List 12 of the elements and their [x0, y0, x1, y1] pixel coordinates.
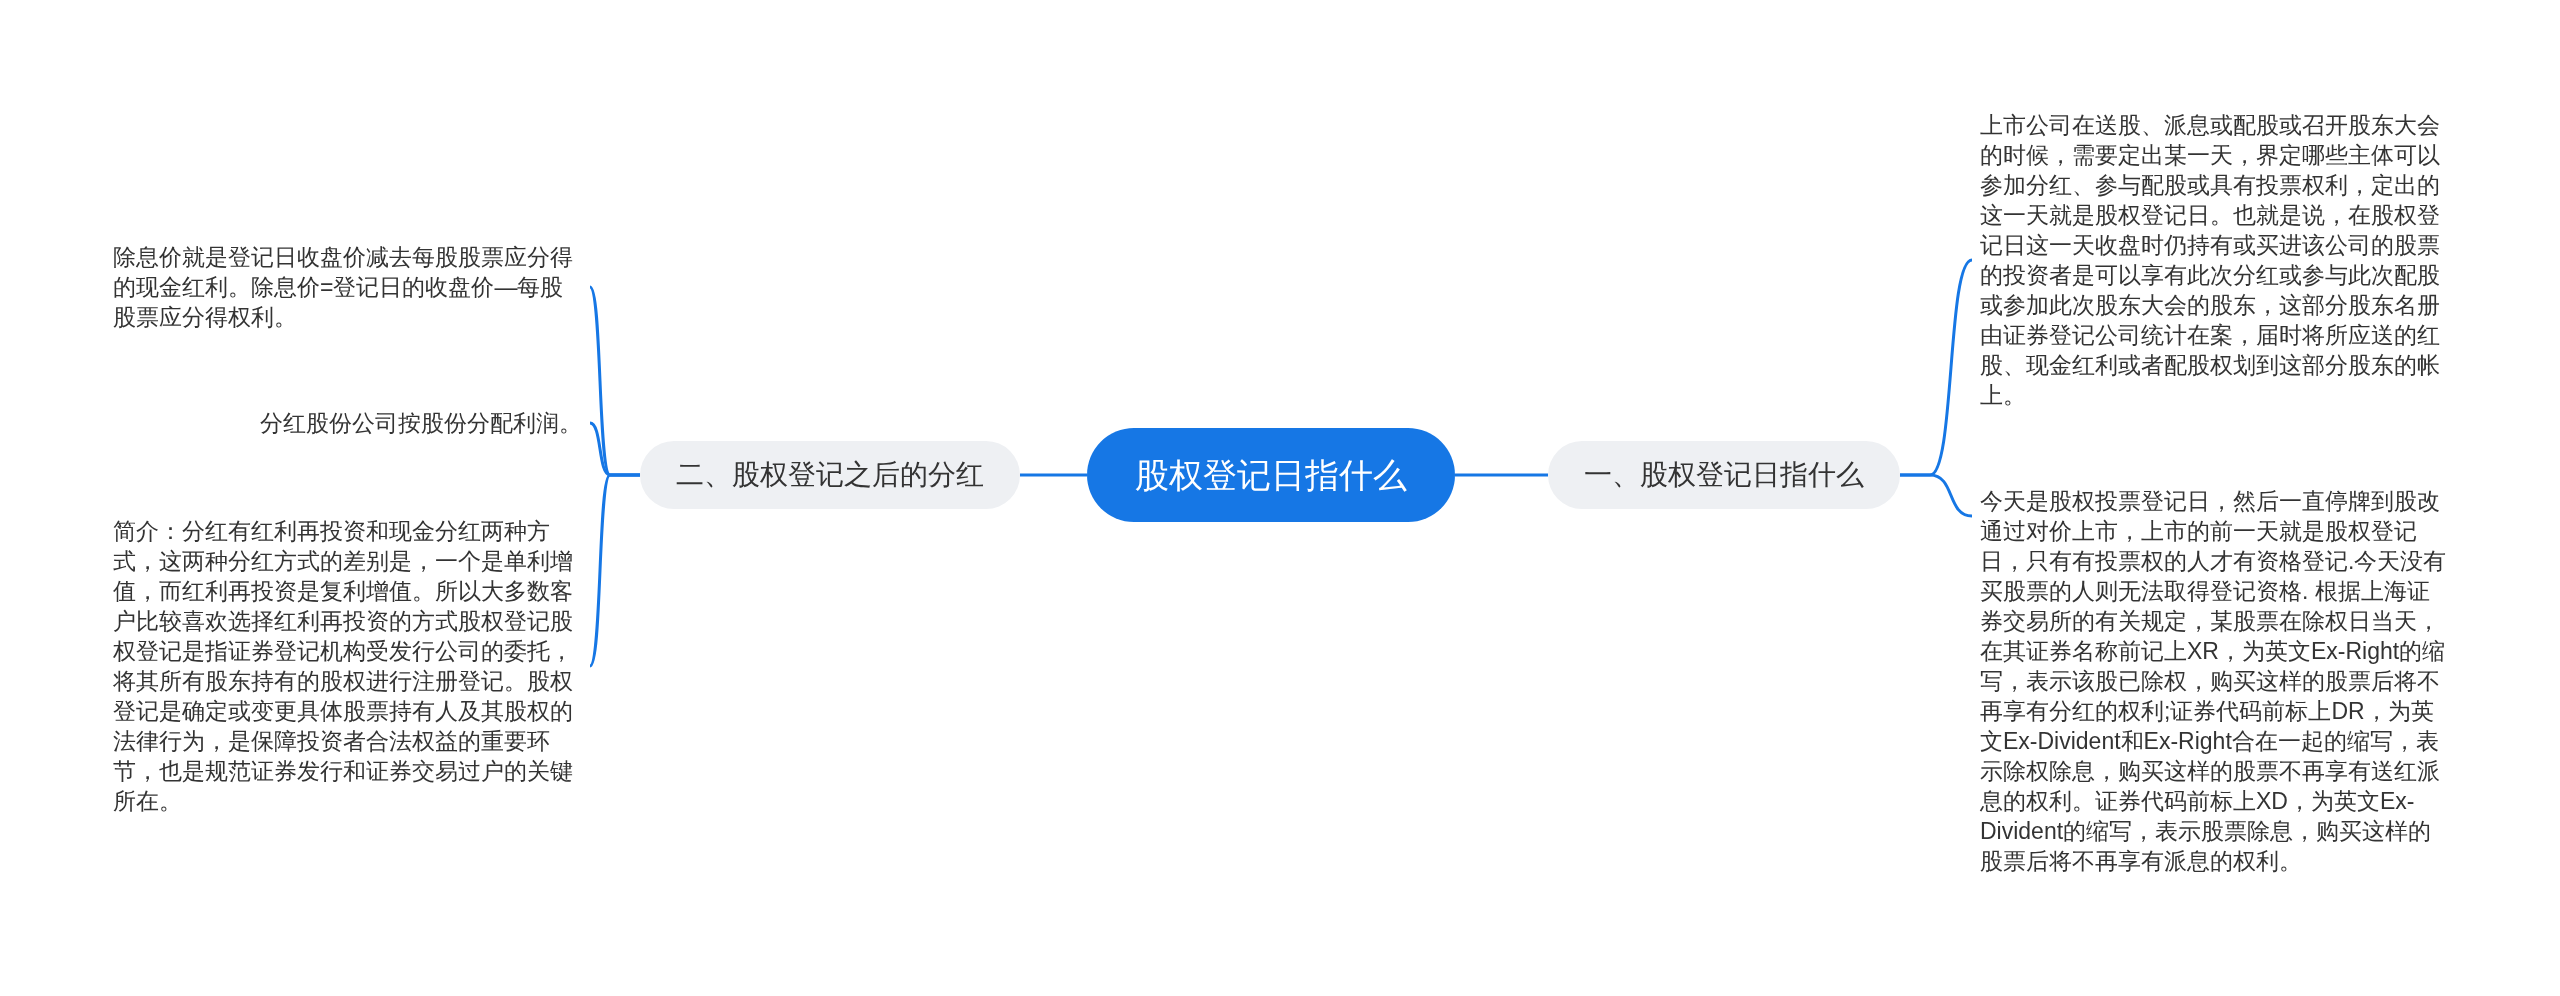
connector-line: [588, 473, 640, 667]
central-topic: 股权登记日指什么: [1087, 428, 1455, 522]
connector-line: [1455, 473, 1548, 477]
note-text: 除息价就是登记日收盘价减去每股股票应分得的现金红利。除息价=登记日的收盘价—每股股票应分得权利。: [105, 242, 590, 332]
note-text: 分红股份公司按股份分配利润。: [105, 408, 590, 438]
connector-line: [1900, 473, 1973, 518]
note-text: 上市公司在送股、派息或配股或召开股东大会的时候，需要定出某一天，界定哪些主体可以参加分红、参与配股或具有投票权利，定出的这一天就是股权登记日。也就是说，在股权登记日这一天收盘时仍持有或买进该公司的股票的投资者是可以享有此次分红或参与此次配股或参加此次股东大会的股东，这部分股东名册由证券登记公司统计在案，届时将所应送的红股、现金红利或者配股权划到这部分股东的帐上。: [1972, 110, 2457, 410]
note-text: 简介：分红有红利再投资和现金分红两种方式，这两种分红方式的差别是，一个是单利增值，而红利再投资是复利增值。所以大多数客户比较喜欢选择红利再投资的方式股权登记股权登记是指证券登记机构受发行公司的委托，将其所有股东持有的股权进行注册登记。股权登记是确定或变更具体股票持有人及其股权的法律行为，是保障投资者合法权益的重要环节，也是规范证券发行和证券交易过户的关键所在。: [105, 516, 590, 816]
note-text: 今天是股权投票登记日，然后一直停牌到股改通过对价上市，上市的前一天就是股权登记日，只有有投票权的人才有资格登记.今天没有买股票的人则无法取得登记资格. 根据上海证券交易所的有关规定，某股票在除权日当天，在其证券名称前记上XR，为英文Ex-Right的缩写，表示该股已除权，购买这样的股票后将不再享有分红的权利;证券代码前标上DR，为英文Ex-Divident和Ex-Right合在一起的缩写，表示除权除息，购买这样的股票不再享有送红派息的权利。证券代码前标上XD，为英文Ex-Divident的缩写，表示股票除息，购买这样的股票后将不再享有派息的权利。: [1972, 486, 2457, 876]
connector-line: [1020, 473, 1087, 477]
topic-pill: 一、股权登记日指什么: [1548, 441, 1900, 509]
topic-pill: 二、股权登记之后的分红: [640, 441, 1020, 509]
